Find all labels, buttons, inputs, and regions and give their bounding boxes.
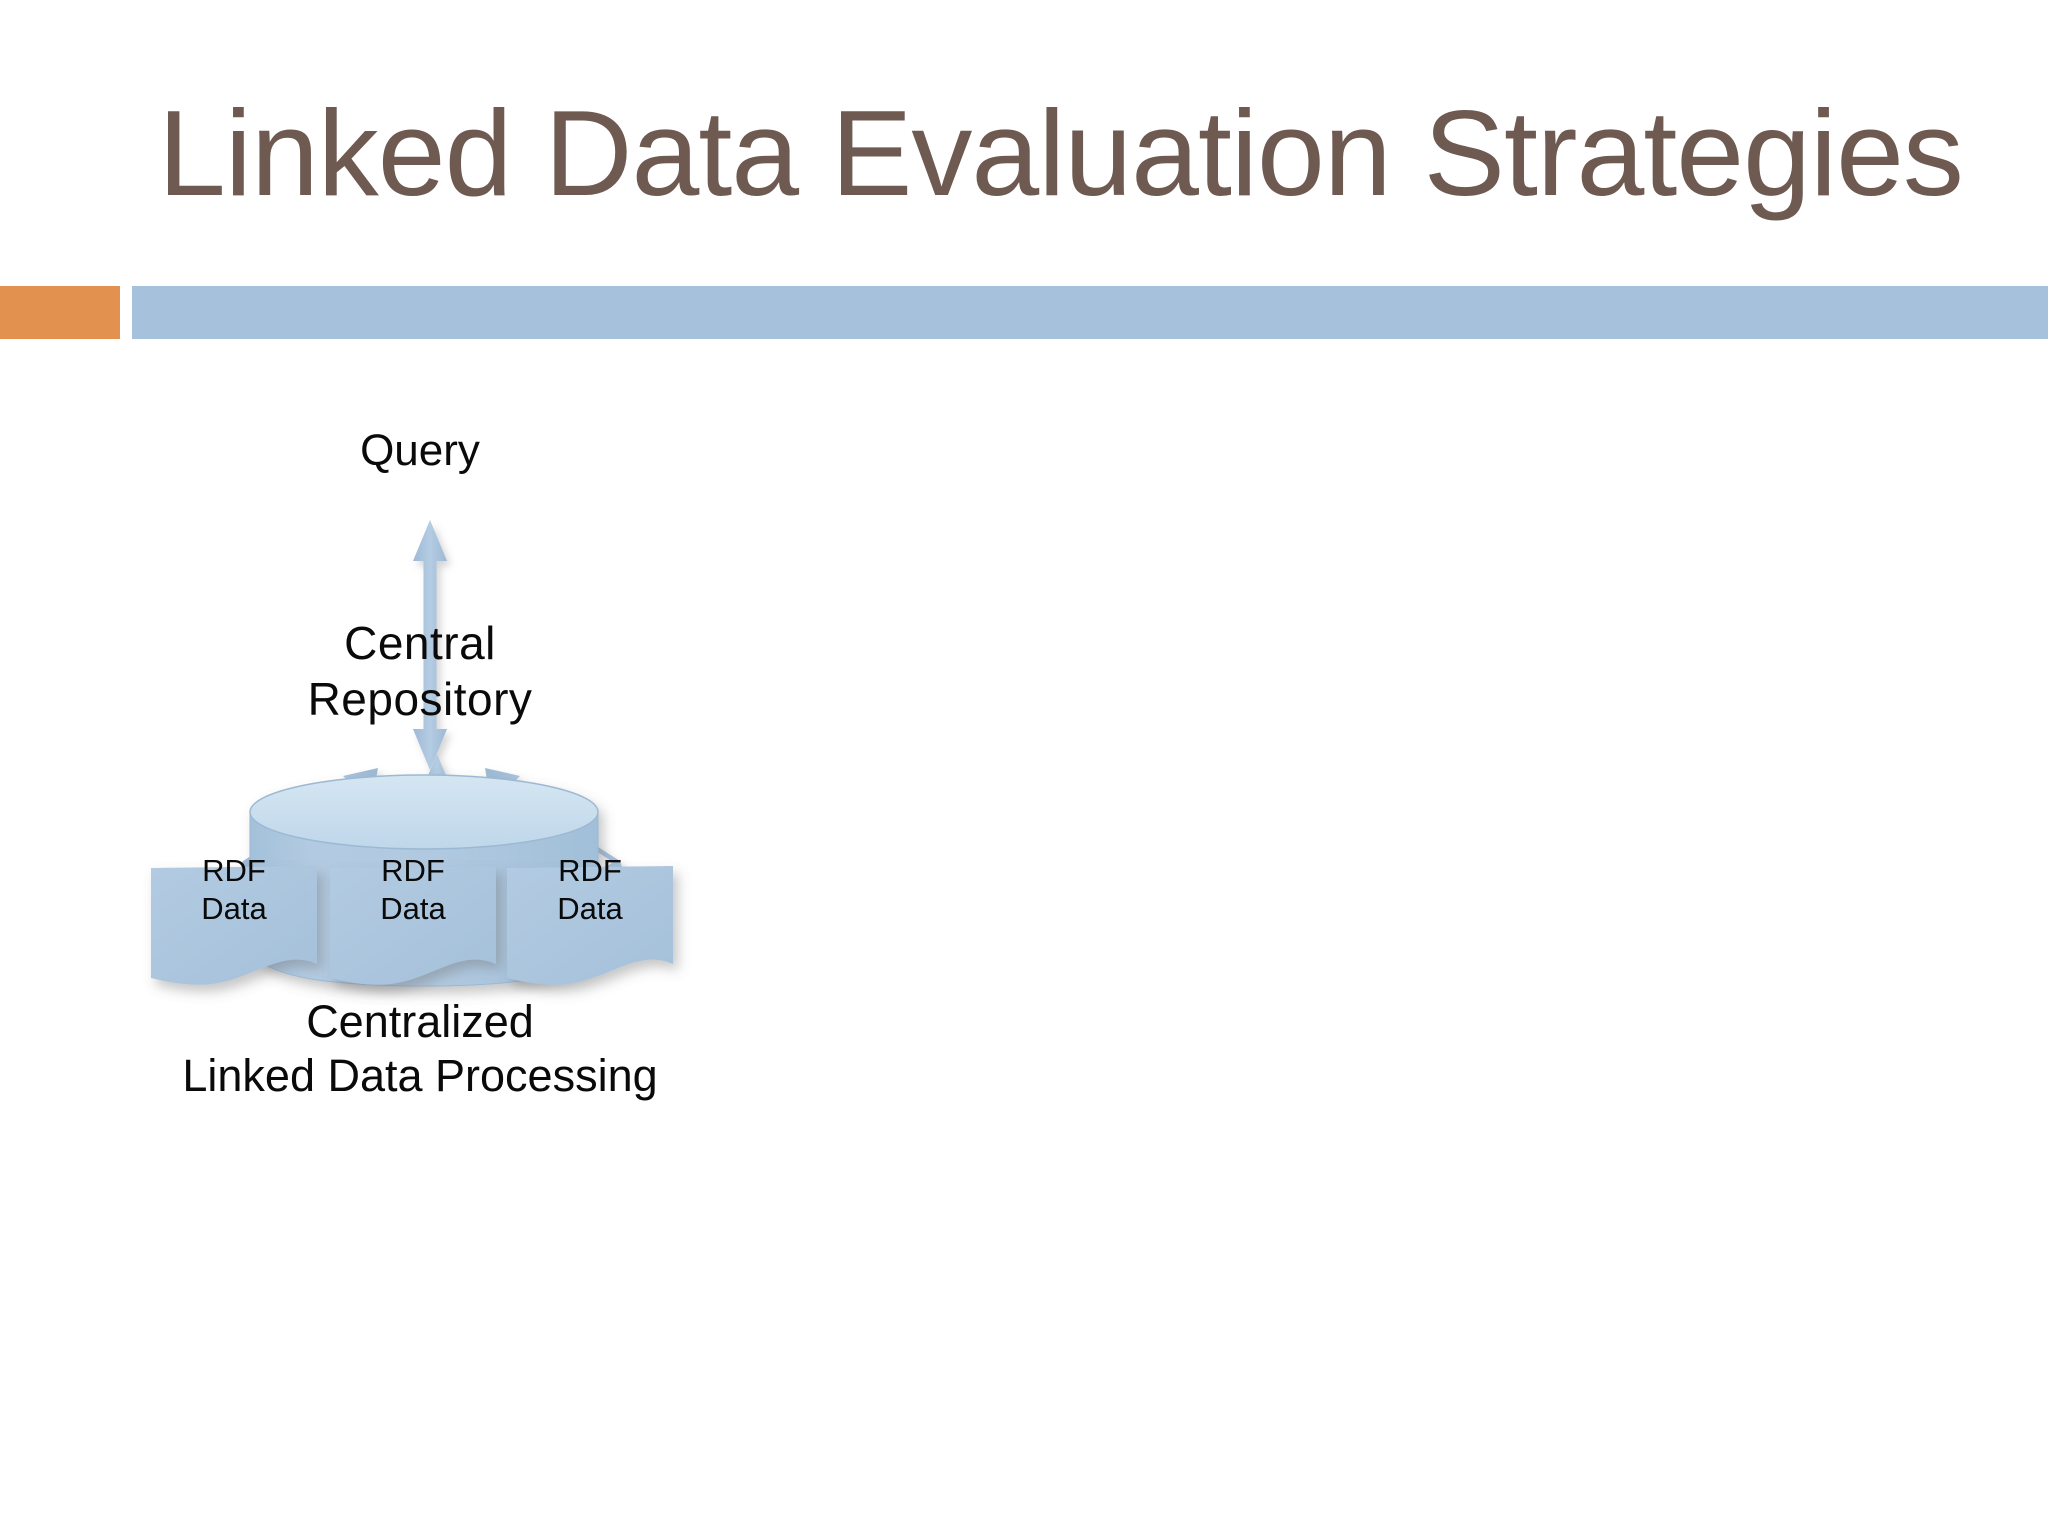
rdf-data-label-0: RDF Data xyxy=(151,852,317,928)
repository-label-line1: Central xyxy=(344,617,496,669)
query-label: Query xyxy=(360,426,480,475)
repository-label: Central Repository xyxy=(110,615,730,727)
rdf-data-label-1: RDF Data xyxy=(330,852,496,928)
rdf-data-label-0-line1: RDF xyxy=(202,853,266,888)
rdf-document-1 xyxy=(330,866,496,985)
query-arrow xyxy=(413,520,447,770)
rdf-data-label-2: RDF Data xyxy=(507,852,673,928)
repository-label-line2: Repository xyxy=(307,673,533,725)
title-accent-bar xyxy=(0,286,120,339)
rdf-document-0 xyxy=(151,866,317,985)
diagram-caption-line2: Linked Data Processing xyxy=(182,1050,658,1101)
diagram-caption: Centralized Linked Data Processing xyxy=(110,995,730,1103)
page-title: Linked Data Evaluation Strategies xyxy=(158,85,1964,221)
diagram-svg xyxy=(151,520,673,987)
rdf-data-label-1-line1: RDF xyxy=(381,853,445,888)
rdf-document-2 xyxy=(507,866,673,985)
rdf-data-label-1-line2: Data xyxy=(380,891,446,926)
rdf-data-label-2-line1: RDF xyxy=(558,853,622,888)
title-divider-bar xyxy=(132,286,2048,339)
diagram-caption-line1: Centralized xyxy=(306,996,534,1047)
rdf-data-label-0-line2: Data xyxy=(201,891,267,926)
rdf-data-label-2-line2: Data xyxy=(557,891,623,926)
centralized-processing-diagram: Query Central Repository RDF Data RDF Da… xyxy=(110,420,730,1480)
